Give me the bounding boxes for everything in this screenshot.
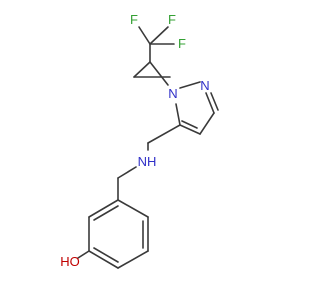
ring-bond-4-double — [93, 247, 119, 263]
nitrogen-2-label: N — [200, 78, 209, 93]
bond-c3-c4 — [199, 112, 215, 135]
bond-n2-c3 — [205, 92, 215, 114]
fluorine-1-label: F — [130, 12, 138, 27]
fluorine-2-label: F — [168, 12, 176, 27]
pyrazole-ring-bonds — [175, 81, 219, 135]
bond-c4-c5 — [179, 124, 201, 135]
bond-ch2-n1 — [149, 61, 169, 86]
ring-bond-1 — [117, 199, 149, 218]
ring-bond-6 — [88, 199, 119, 218]
fluorine-3-label: F — [178, 36, 186, 51]
bond-ring-oh — [77, 250, 90, 259]
nitrogen-1-label: N — [168, 86, 177, 101]
structure-drawing: F F F N N NH HO — [60, 12, 219, 269]
bond-ch2-cf3 — [133, 61, 151, 78]
aminomethyl-bonds — [147, 124, 181, 151]
ethyl-linker-bonds — [133, 61, 171, 86]
bond-f1-c — [138, 26, 151, 45]
ring-bond-3 — [117, 250, 149, 269]
bond-nh-ch2 — [117, 166, 137, 179]
benzyl-linker-bonds — [117, 166, 137, 201]
amine-nh-label: NH — [138, 154, 157, 169]
ring-bond-6-double — [93, 205, 119, 221]
ring-bond-4 — [88, 250, 119, 269]
molecule-diagram: F F F N N NH HO — [60, 12, 219, 269]
bond-n2-c3-double — [210, 92, 219, 111]
bond-n1-n2 — [179, 81, 201, 89]
benzene-ring-bonds — [88, 199, 149, 269]
bond-c5-ch2 — [147, 124, 181, 144]
bond-f2-c — [149, 26, 169, 45]
bond-c5-n1 — [175, 103, 181, 126]
trifluoromethyl-bonds — [138, 26, 175, 63]
bond-c4-c5-double — [181, 120, 198, 129]
hydroxyl-label: HO — [60, 254, 80, 269]
